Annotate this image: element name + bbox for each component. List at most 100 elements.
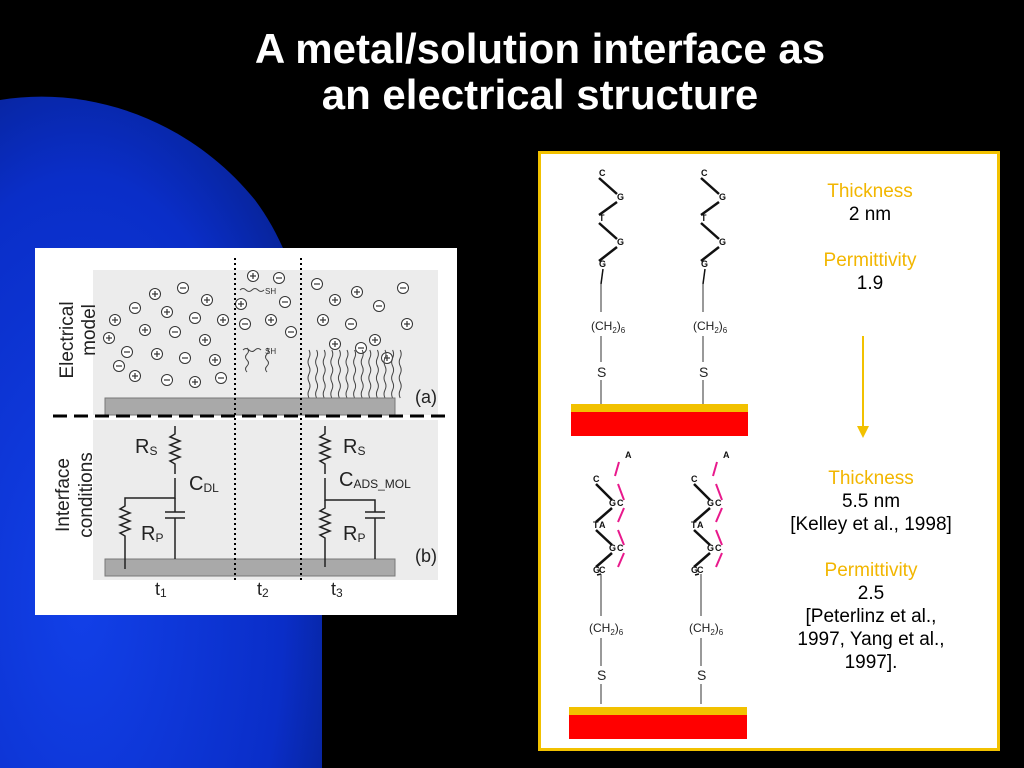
cation-icon (149, 288, 161, 300)
thickness-value-bottom: 5.5 nm (841, 491, 901, 512)
sam-chain (353, 349, 357, 399)
base-label: G (719, 192, 726, 202)
sam-chain (391, 349, 395, 399)
base-label: G (701, 259, 708, 269)
time-label-t1: t1 (155, 579, 167, 600)
permittivity-reference-2: 1997, Yang et al., (797, 629, 945, 650)
row-label-interface: Interface (53, 458, 74, 532)
thiol-label-2: SH (265, 347, 276, 356)
anion-icon (311, 278, 323, 290)
cation-icon (161, 306, 173, 318)
anion-icon (279, 296, 291, 308)
arrow-head (857, 426, 869, 438)
time-label-t2: t2 (257, 579, 269, 600)
sam-chain (345, 349, 349, 399)
electrode-top (104, 397, 396, 416)
permittivity-label-top: Permittivity (823, 250, 917, 271)
anion-icon (177, 282, 189, 294)
thiol-label-1: SH (265, 287, 276, 296)
base-label: C (599, 168, 606, 178)
base-label: T (599, 213, 605, 223)
electrode-top (571, 412, 748, 436)
anion-icon (397, 282, 409, 294)
anion-icon (161, 374, 173, 386)
top-properties: Thickness 2 nm Permittivity 1.9 (759, 180, 981, 295)
cation-icon (329, 294, 341, 306)
linker-label-bottom-1: (CH2)6 (589, 621, 624, 637)
anion-icon (273, 272, 285, 284)
circuit-t1 (117, 426, 185, 569)
cation-icon (381, 352, 393, 364)
cation-icon (199, 334, 211, 346)
electrode-bottom (569, 715, 747, 739)
anion-icon (345, 318, 357, 330)
cation-icon (189, 376, 201, 388)
base-label: G (707, 498, 714, 508)
base-label: G (617, 192, 624, 202)
panel-tag-b: (b) (415, 546, 437, 566)
permittivity-value-top: 1.9 (856, 273, 884, 294)
anion-icon (239, 318, 251, 330)
anion-icon (355, 342, 367, 354)
label-rp-3: RP (343, 523, 365, 545)
thickness-label-top: Thickness (827, 181, 913, 202)
sam-chain (360, 349, 364, 399)
base-label: C (715, 543, 722, 553)
label-cdl: CDL (189, 473, 219, 495)
thiol-molecules (239, 288, 269, 373)
sam-chain (307, 349, 311, 399)
cation-icon (369, 334, 381, 346)
permittivity-value-bottom: 2.5 (857, 583, 885, 604)
label-rp-1: RP (141, 523, 163, 545)
base-label: T (593, 520, 599, 530)
cation-icon (129, 370, 141, 382)
title-line-2: an electrical structure (321, 71, 759, 118)
base-label: C (617, 498, 624, 508)
base-label: G (609, 543, 616, 553)
base-label: G (691, 565, 698, 575)
base-label: C (691, 474, 698, 484)
cation-icon (201, 294, 213, 306)
base-label: T (701, 213, 707, 223)
base-label: G (707, 543, 714, 553)
sam-chain (337, 349, 341, 399)
cation-icon (217, 314, 229, 326)
anion-icon (129, 302, 141, 314)
cation-icon (139, 324, 151, 336)
cation-icon (401, 318, 413, 330)
bottom-linkers (600, 574, 702, 704)
title-line-1: A metal/solution interface as (254, 25, 826, 72)
permittivity-reference-3: 1997]. (844, 652, 898, 673)
linker-label-top-1: (CH2)6 (591, 319, 626, 335)
label-rs-3: RS (343, 436, 365, 458)
anion-icon (179, 352, 191, 364)
base-label: G (593, 565, 600, 575)
cation-icon (351, 286, 363, 298)
base-label: A (599, 520, 606, 530)
sulfur-label-bottom-2: S (697, 667, 706, 683)
anion-icon (215, 372, 227, 384)
label-rs-1: RS (135, 436, 157, 458)
thickness-value-top: 2 nm (848, 204, 892, 225)
permittivity-label-bottom: Permittivity (824, 560, 918, 581)
row-label-conditions: conditions (76, 452, 97, 538)
base-label: C (593, 474, 600, 484)
base-label: T (691, 520, 697, 530)
cation-icon (109, 314, 121, 326)
sam-chain (322, 349, 326, 399)
sam-chain (375, 349, 379, 399)
cation-icon (265, 314, 277, 326)
row-label-electrical: Electrical (57, 301, 78, 378)
cation-icon (103, 332, 115, 344)
thickness-label-bottom: Thickness (828, 468, 914, 489)
electrical-model-figure: Electrical model Interface conditions SH… (35, 248, 457, 615)
sulfur-label-bottom-1: S (597, 667, 606, 683)
linker-label-top-2: (CH2)6 (693, 319, 728, 335)
cation-icon (329, 338, 341, 350)
base-label: C (599, 565, 606, 575)
slide-title: A metal/solution interface as an electri… (150, 26, 930, 118)
sam-chain (398, 349, 402, 399)
base-label: C (697, 565, 704, 575)
